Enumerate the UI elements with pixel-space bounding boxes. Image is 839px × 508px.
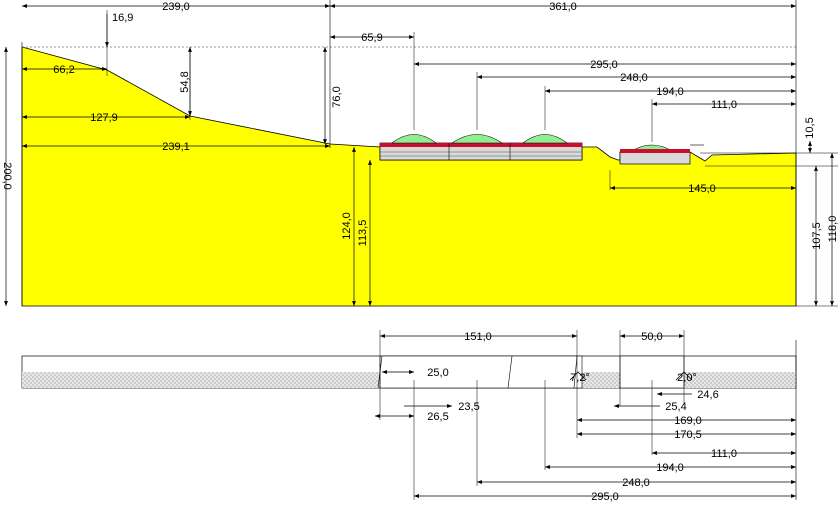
dim-66-2: 66,2 [53,64,74,76]
dim-65-9: 65,9 [361,32,382,44]
dim-145-0: 145,0 [688,183,716,195]
plan-dim-25-0: 25,0 [427,367,448,379]
plan-dim-194-0: 194,0 [656,462,684,474]
plan-dim-169-0: 169,0 [674,415,702,427]
plan-dim-26-5: 26,5 [427,411,448,423]
dim-111-0: 111,0 [711,99,737,111]
cross-section: 239,0 361,0 16,9 66,2 54,8 127,9 239,1 6… [1,0,839,307]
plan-dim-248-0: 248,0 [622,477,650,489]
ballast-3 [522,134,568,144]
dim-16-9: 16,9 [112,12,133,24]
plan-angle-2-0: 2,0° [677,372,697,384]
angle-marker-right [675,371,693,381]
plan-dim-25-4: 25,4 [665,401,686,413]
dim-124-0: 124,0 [341,212,353,240]
plan-dim-295-0: 295,0 [591,491,619,503]
terrain-fill [21,46,797,307]
angle-marker-left [569,371,587,381]
slab-top-band [380,143,582,147]
dim-118-0: 118,0 [827,216,839,243]
dim-248-0: 248,0 [620,72,648,84]
dim-113-5: 113,5 [357,220,369,247]
dim-239-0: 239,0 [162,1,190,13]
dim-107-5: 107,5 [811,222,823,250]
plan-dim-151-0: 151,0 [464,331,492,343]
dim-54-8: 54,8 [179,71,191,92]
plan-dim-23-5: 23,5 [458,401,479,413]
dim-361-0: 361,0 [549,1,577,13]
dim-295-0: 295,0 [590,59,618,71]
slab-right-top [620,149,690,153]
track-slab-right [619,151,691,165]
plan-angle-7-2: 7,2° [570,372,590,384]
dim-76-0: 76,0 [331,86,343,107]
dim-194-0: 194,0 [656,86,684,98]
ballast-1 [391,134,437,144]
ballast-2 [451,134,503,144]
plan-dim-50-0: 50,0 [641,331,662,343]
dim-200-0: 200,0 [1,162,13,190]
dim-127-9: 127,9 [90,112,118,124]
plan-dim-170-5: 170,5 [674,429,702,441]
plan-dim-111-0: 111,0 [711,448,737,460]
dim-10-5: 10,5 [804,117,816,138]
plan-dim-24-6: 24,6 [697,389,718,401]
plan-view: 151,0 50,0 25,0 7,2° 2,0° 23,5 24,6 26,5… [21,330,797,503]
dim-239-1: 239,1 [162,141,190,153]
